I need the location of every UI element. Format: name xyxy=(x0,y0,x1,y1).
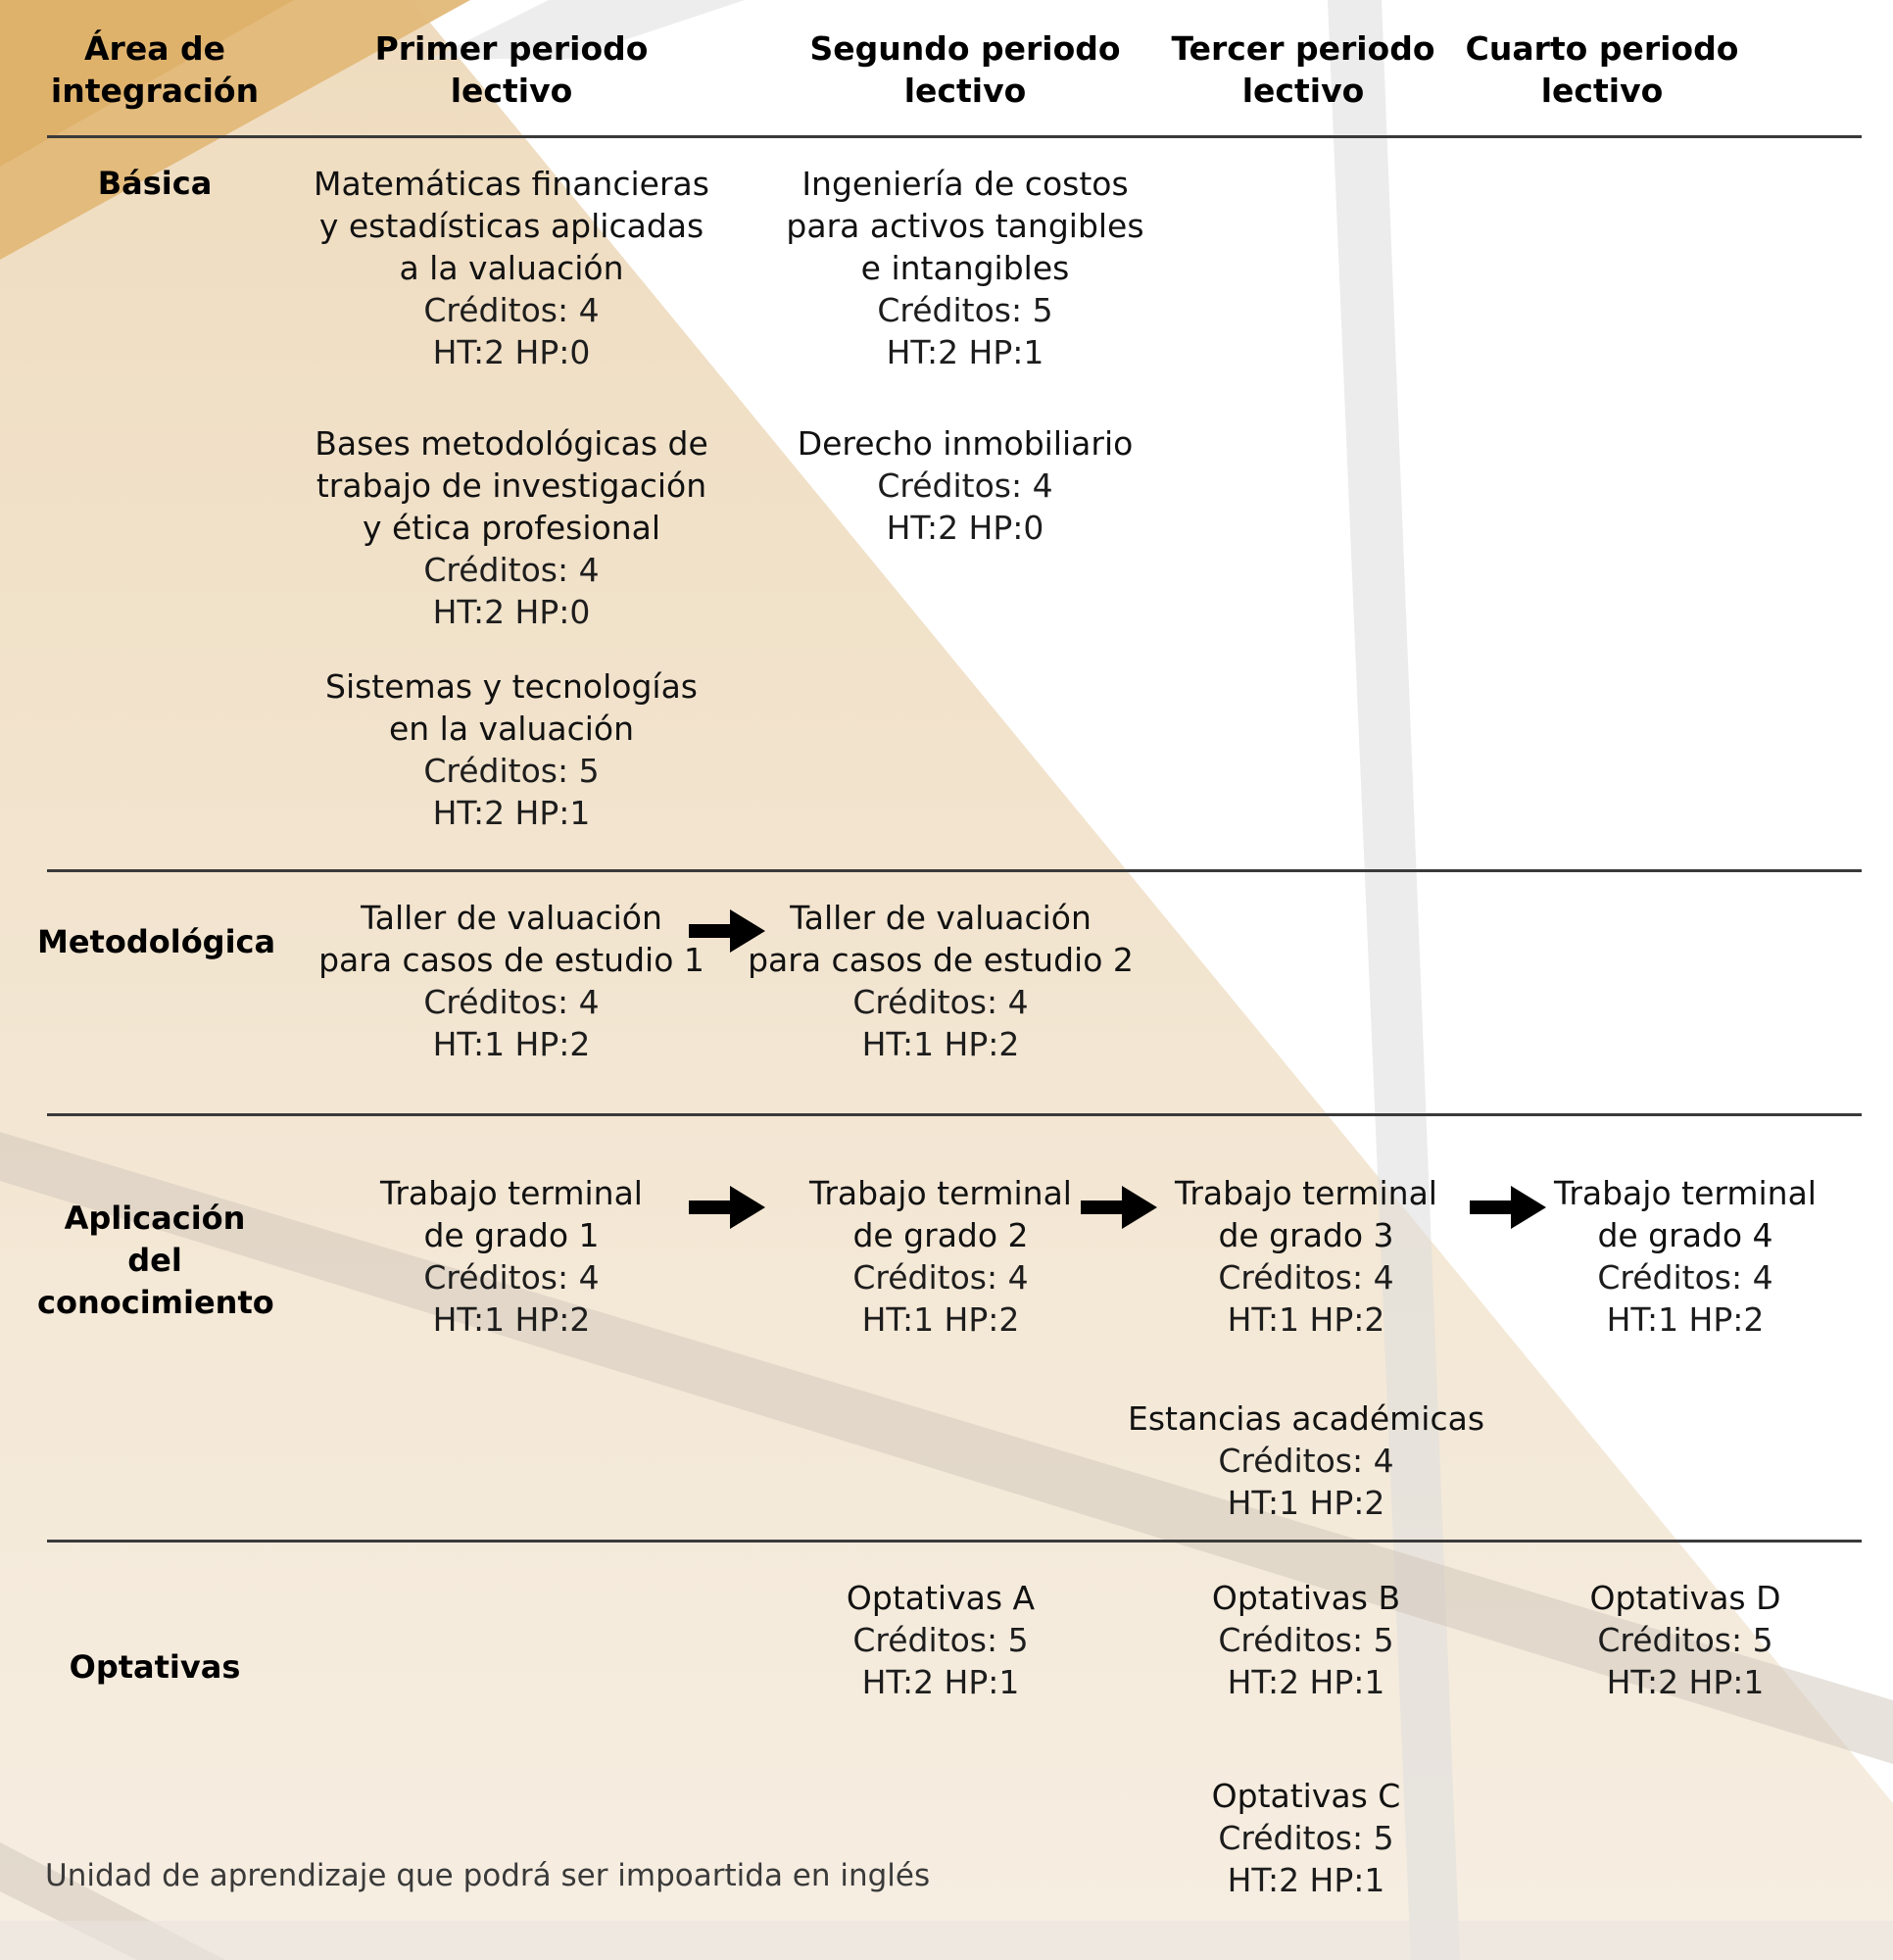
course-hours: HT:2 HP:0 xyxy=(432,333,591,371)
course-trabajo-terminal-1: Trabajo terminal de grado 1 Créditos: 4 … xyxy=(355,1172,668,1341)
area-optativas: Optativas xyxy=(69,1648,241,1686)
course-credits: Créditos: 5 xyxy=(423,752,600,790)
course-hours: HT:2 HP:1 xyxy=(1227,1663,1385,1701)
footnote: Unidad de aprendizaje que podrá ser impo… xyxy=(45,1858,931,1893)
course-name: Matemáticas financieras y estadísticas a… xyxy=(314,165,709,287)
course-optativas-b: Optativas B Créditos: 5 HT:2 HP:1 xyxy=(1149,1577,1463,1703)
course-sistemas-tecnologias: Sistemas y tecnologías en la valuación C… xyxy=(306,665,717,834)
gold-corner-shade xyxy=(0,0,294,167)
course-hours: HT:1 HP:2 xyxy=(861,1025,1020,1063)
course-name: Bases metodológicas de trabajo de invest… xyxy=(315,424,708,547)
header-period-4: Cuarto periodo lectivo xyxy=(1465,29,1739,110)
header-divider xyxy=(47,135,1862,138)
course-credits: Créditos: 4 xyxy=(852,983,1029,1021)
course-derecho-inmobiliario: Derecho inmobiliario Créditos: 4 HT:2 HP… xyxy=(774,422,1156,549)
area-aplicacion: Aplicación del conocimiento xyxy=(37,1200,274,1321)
course-hours: HT:2 HP:0 xyxy=(886,509,1044,547)
course-matematicas-financieras: Matemáticas financieras y estadísticas a… xyxy=(306,163,717,373)
course-credits: Créditos: 4 xyxy=(1218,1258,1394,1297)
course-trabajo-terminal-4: Trabajo terminal de grado 4 Créditos: 4 … xyxy=(1529,1172,1842,1341)
course-credits: Créditos: 4 xyxy=(877,466,1053,505)
course-credits: Créditos: 4 xyxy=(423,551,600,589)
course-name: Trabajo terminal de grado 2 xyxy=(809,1174,1072,1254)
course-credits: Créditos: 5 xyxy=(877,291,1053,329)
area-basica: Básica xyxy=(97,165,213,202)
course-hours: HT:2 HP:1 xyxy=(861,1663,1020,1701)
header-period-2: Segundo periodo lectivo xyxy=(809,29,1121,110)
diagonal-band-top xyxy=(431,0,745,59)
course-hours: HT:2 HP:0 xyxy=(432,593,591,631)
course-credits: Créditos: 4 xyxy=(1597,1258,1773,1297)
course-name: Optativas B xyxy=(1211,1579,1401,1617)
course-name: Optativas D xyxy=(1589,1579,1781,1617)
course-trabajo-terminal-3: Trabajo terminal de grado 3 Créditos: 4 … xyxy=(1149,1172,1463,1341)
course-name: Optativas A xyxy=(846,1579,1036,1617)
arrow-right-icon xyxy=(689,1186,765,1229)
course-name: Trabajo terminal de grado 4 xyxy=(1554,1174,1817,1254)
course-credits: Créditos: 4 xyxy=(423,1258,600,1297)
aplicacion-divider xyxy=(47,1540,1862,1543)
course-bases-metodologicas: Bases metodológicas de trabajo de invest… xyxy=(306,422,717,633)
course-hours: HT:1 HP:2 xyxy=(1227,1484,1385,1522)
course-optativas-c: Optativas C Créditos: 5 HT:2 HP:1 xyxy=(1149,1775,1463,1901)
course-hours: HT:1 HP:2 xyxy=(432,1300,591,1339)
course-credits: Créditos: 4 xyxy=(1218,1442,1394,1480)
course-credits: Créditos: 4 xyxy=(852,1258,1029,1297)
course-trabajo-terminal-2: Trabajo terminal de grado 2 Créditos: 4 … xyxy=(784,1172,1097,1341)
course-name: Taller de valuación para casos de estudi… xyxy=(318,899,704,979)
course-hours: HT:1 HP:2 xyxy=(432,1025,591,1063)
header-area: Área de integración xyxy=(50,29,260,110)
course-estancias-academicas: Estancias académicas Créditos: 4 HT:1 HP… xyxy=(1117,1397,1495,1524)
arrow-right-icon xyxy=(1470,1186,1546,1229)
bottom-fade xyxy=(0,1921,1893,1960)
course-name: Sistemas y tecnologías en la valuación xyxy=(325,667,698,748)
basica-divider xyxy=(47,869,1862,872)
course-hours: HT:1 HP:2 xyxy=(861,1300,1020,1339)
course-ingenieria-costos: Ingeniería de costos para activos tangib… xyxy=(774,163,1156,373)
header-period-3: Tercer periodo lectivo xyxy=(1171,29,1435,110)
course-name: Ingeniería de costos para activos tangib… xyxy=(786,165,1144,287)
vertical-band xyxy=(1328,0,1460,1960)
course-name: Trabajo terminal de grado 1 xyxy=(380,1174,643,1254)
course-hours: HT:1 HP:2 xyxy=(1606,1300,1765,1339)
course-credits: Créditos: 5 xyxy=(1218,1621,1394,1659)
course-name: Optativas C xyxy=(1211,1777,1401,1815)
course-name: Taller de valuación para casos de estudi… xyxy=(748,899,1134,979)
course-hours: HT:2 HP:1 xyxy=(1606,1663,1765,1701)
course-hours: HT:2 HP:1 xyxy=(1227,1861,1385,1899)
course-name: Estancias académicas xyxy=(1127,1399,1485,1438)
metodologica-divider xyxy=(47,1113,1862,1116)
course-optativas-a: Optativas A Créditos: 5 HT:2 HP:1 xyxy=(784,1577,1097,1703)
header-period-1: Primer periodo lectivo xyxy=(374,29,649,110)
course-hours: HT:2 HP:1 xyxy=(886,333,1044,371)
arrow-right-icon xyxy=(1081,1186,1157,1229)
arrow-right-icon xyxy=(689,909,765,953)
course-credits: Créditos: 4 xyxy=(423,291,600,329)
course-name: Trabajo terminal de grado 3 xyxy=(1175,1174,1437,1254)
course-credits: Créditos: 4 xyxy=(423,983,600,1021)
course-credits: Créditos: 5 xyxy=(852,1621,1029,1659)
course-hours: HT:2 HP:1 xyxy=(432,794,591,832)
course-credits: Créditos: 5 xyxy=(1218,1819,1394,1857)
course-taller-2: Taller de valuación para casos de estudi… xyxy=(740,897,1141,1065)
course-taller-1: Taller de valuación para casos de estudi… xyxy=(306,897,717,1065)
course-hours: HT:1 HP:2 xyxy=(1227,1300,1385,1339)
course-credits: Créditos: 5 xyxy=(1597,1621,1773,1659)
area-metodologica: Metodológica xyxy=(37,923,276,960)
diagonal-band-mid xyxy=(0,1132,1893,1764)
course-name: Derecho inmobiliario xyxy=(797,424,1134,463)
course-optativas-d: Optativas D Créditos: 5 HT:2 HP:1 xyxy=(1529,1577,1842,1703)
